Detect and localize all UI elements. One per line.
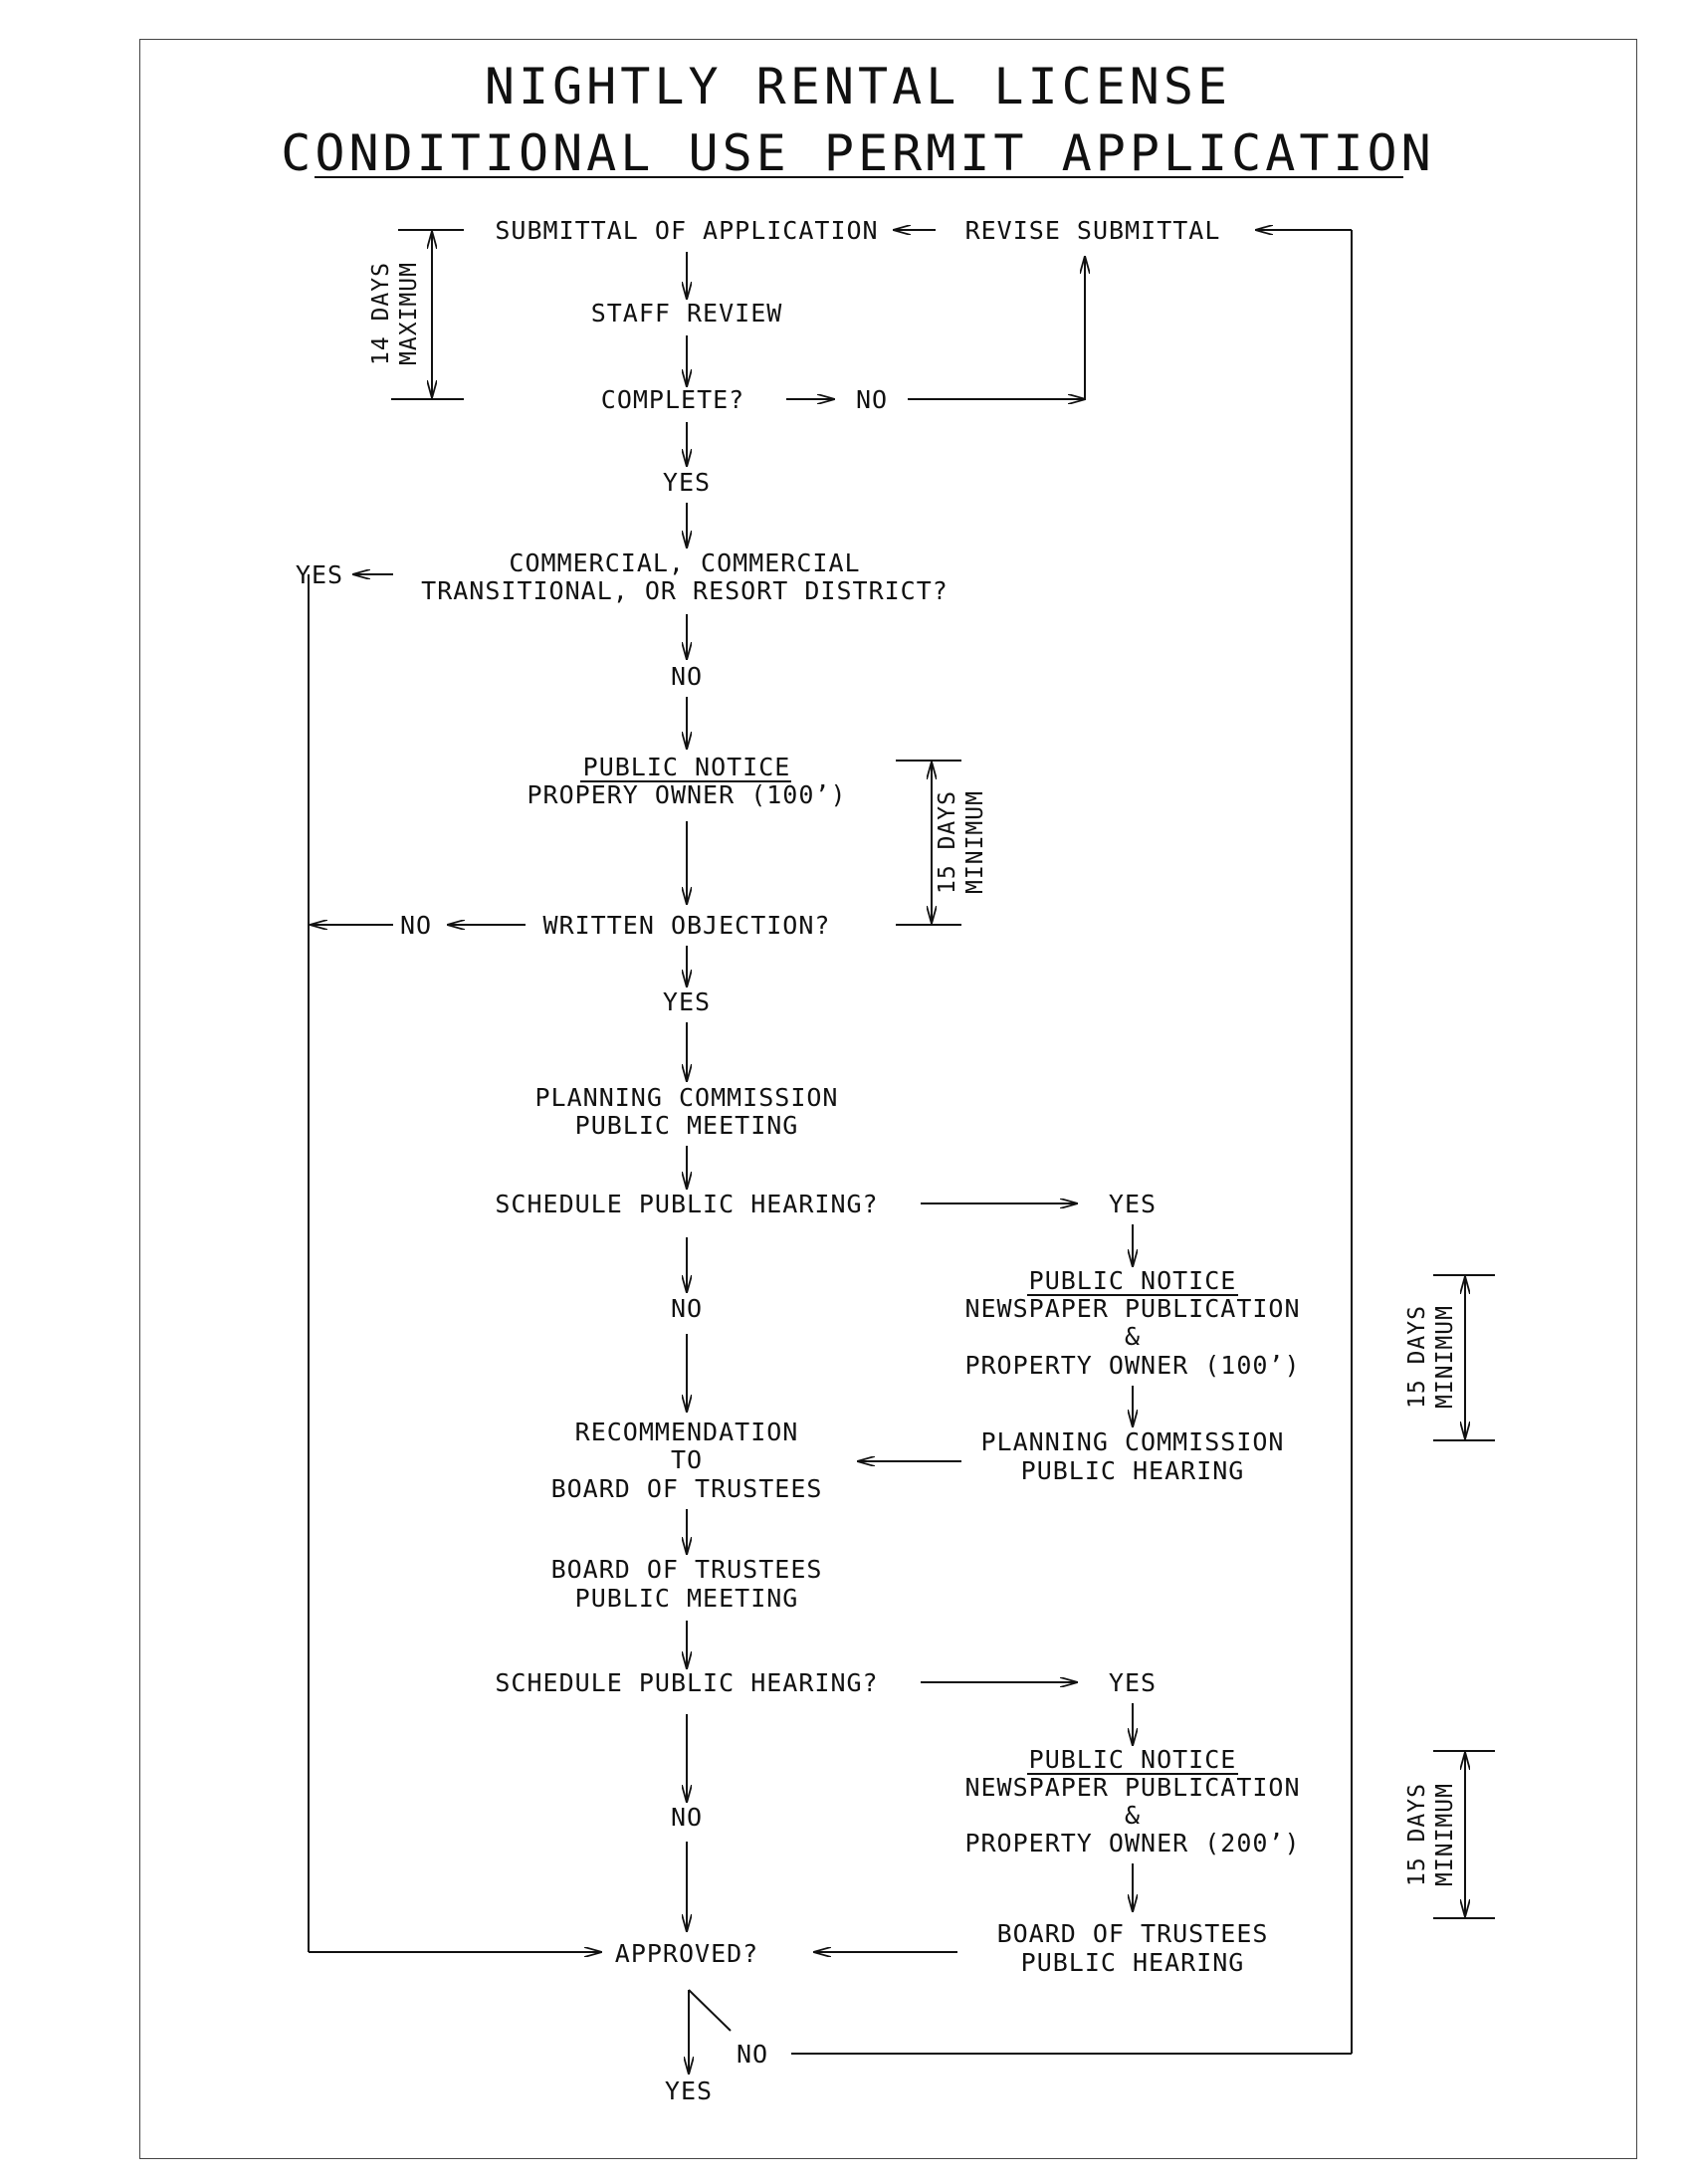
label-approved-yes: YES [665,2076,713,2105]
label-district-no: NO [671,662,703,691]
line-approved-to-no [688,1989,732,2032]
node-bot-meeting-line2: PUBLIC MEETING [575,1584,799,1613]
node-submittal: SUBMITTAL OF APPLICATION [495,216,878,245]
node-pc-hearing-line2: PUBLIC HEARING [1021,1456,1245,1485]
node-notice3-line2: PROPERTY OWNER (200’) [964,1829,1300,1857]
label-schedule2-yes: YES [1109,1668,1157,1697]
node-notice3-head: PUBLIC NOTICE [1029,1745,1237,1774]
connectors [308,230,1353,2074]
node-notice1-head: PUBLIC NOTICE [583,753,791,781]
node-pc-meeting-line1: PLANNING COMMISSION [535,1083,839,1112]
node-recommend-line3: BOARD OF TRUSTEES [551,1474,823,1503]
label-schedule2-no: NO [671,1803,703,1832]
duration-15b-line1: 15 DAYS [1404,1305,1430,1409]
node-notice2-head: PUBLIC NOTICE [1029,1266,1237,1295]
duration-15a-line2: MINIMUM [962,790,988,894]
label-objection-no: NO [400,911,432,940]
label-objection-yes: YES [663,987,711,1016]
node-staff-review: STAFF REVIEW [591,299,783,328]
label-approved-no: NO [737,2040,768,2069]
node-bot-hearing-line1: BOARD OF TRUSTEES [997,1919,1269,1948]
duration-14-line1: 14 DAYS [368,262,394,365]
node-recommend-line1: RECOMMENDATION [575,1418,799,1446]
node-schedule2: SCHEDULE PUBLIC HEARING? [495,1668,878,1697]
node-recommend-line2: TO [671,1445,703,1474]
duration-15c-line1: 15 DAYS [1404,1783,1430,1886]
title-line1: NIGHTLY RENTAL LICENSE [485,58,1231,115]
label-schedule1-no: NO [671,1294,703,1323]
node-schedule1: SCHEDULE PUBLIC HEARING? [495,1190,878,1218]
node-pc-meeting-line2: PUBLIC MEETING [575,1111,799,1140]
duration-15c-line2: MINIMUM [1432,1783,1458,1886]
node-notice3-line1: NEWSPAPER PUBLICATION [964,1773,1300,1802]
label-district-yes: YES [296,560,343,589]
node-notice1-body: PROPERY OWNER (100’) [527,780,846,809]
node-pc-hearing-line1: PLANNING COMMISSION [981,1427,1285,1456]
node-notice3-amp: & [1125,1801,1141,1830]
duration-14-line2: MAXIMUM [396,262,422,365]
node-bot-meeting-line1: BOARD OF TRUSTEES [551,1555,823,1584]
label-schedule1-yes: YES [1109,1190,1157,1218]
duration-15b-line2: MINIMUM [1432,1305,1458,1409]
node-written-objection: WRITTEN OBJECTION? [543,911,831,940]
title-line2: CONDITIONAL USE PERMIT APPLICATION [281,124,1435,182]
label-complete-yes: YES [663,468,711,497]
node-district-line1: COMMERCIAL, COMMERCIAL [509,548,860,577]
node-district-line2: TRANSITIONAL, OR RESORT DISTRICT? [421,576,949,605]
duration-15a-line1: 15 DAYS [935,790,960,894]
page-border [139,39,1637,2159]
node-bot-hearing-line2: PUBLIC HEARING [1021,1948,1245,1977]
node-complete: COMPLETE? [601,385,744,414]
duration-brackets [391,229,1495,1919]
node-revise-submittal: REVISE SUBMITTAL [965,216,1221,245]
node-notice2-amp: & [1125,1322,1141,1351]
node-notice2-line2: PROPERTY OWNER (100’) [964,1351,1300,1380]
node-notice2-line1: NEWSPAPER PUBLICATION [964,1294,1300,1323]
node-approved: APPROVED? [615,1939,758,1968]
label-complete-no: NO [856,385,888,414]
